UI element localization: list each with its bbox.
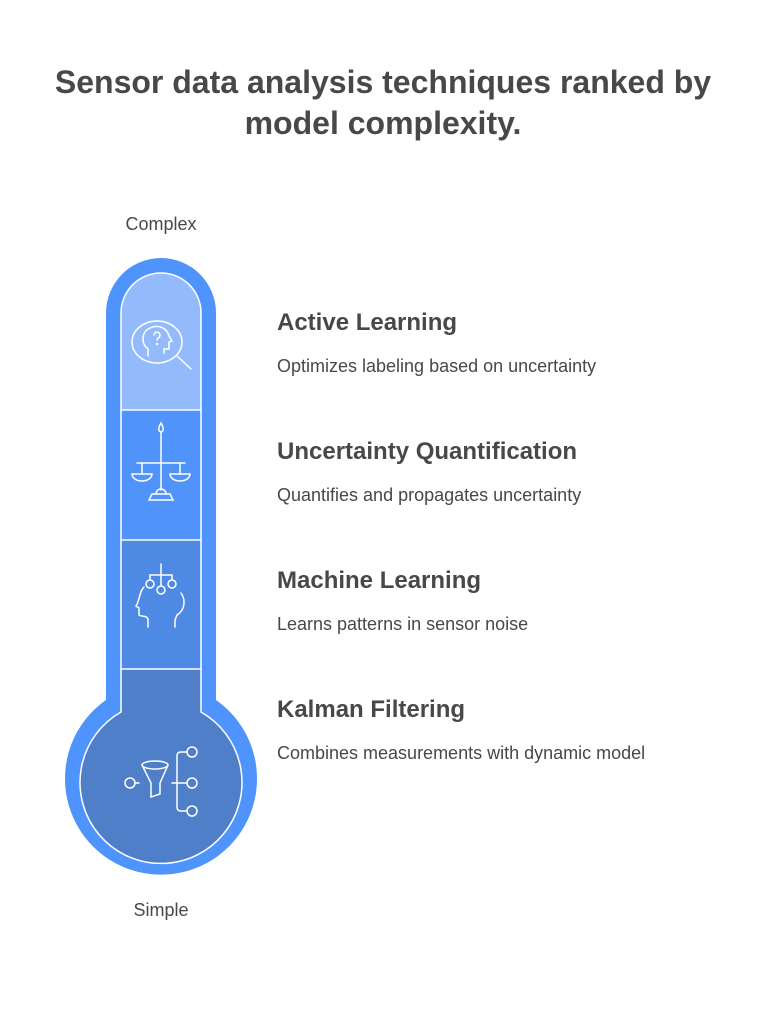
item-title: Uncertainty Quantification <box>277 438 578 465</box>
item-description: Combines measurements with dynamic model <box>277 743 646 763</box>
item-title: Active Learning <box>277 309 458 336</box>
head-network-icon <box>134 563 185 628</box>
segment-kalman-filtering <box>80 669 243 864</box>
item-description: Optimizes labeling based on uncertainty <box>277 356 597 376</box>
item-title: Machine Learning <box>277 567 482 594</box>
head-question-magnifier-icon <box>131 320 192 370</box>
page-title: Sensor data analysis techniques ranked b… <box>54 64 712 141</box>
item-description: Quantifies and propagates uncertainty <box>277 485 582 505</box>
item-kalman-filtering: Kalman Filtering Combines measurements w… <box>277 695 657 765</box>
item-machine-learning: Machine Learning Learns patterns in sens… <box>277 566 697 636</box>
item-title: Kalman Filtering <box>277 696 466 723</box>
funnel-branch-icon <box>124 746 198 817</box>
item-description: Learns patterns in sensor noise <box>277 614 529 634</box>
balance-scale-icon <box>131 421 191 501</box>
item-active-learning: Active Learning Optimizes labeling based… <box>277 308 697 378</box>
item-uncertainty-quantification: Uncertainty Quantification Quantifies an… <box>277 437 697 507</box>
axis-label-complex: Complex <box>125 214 197 234</box>
axis-label-simple: Simple <box>133 900 189 920</box>
